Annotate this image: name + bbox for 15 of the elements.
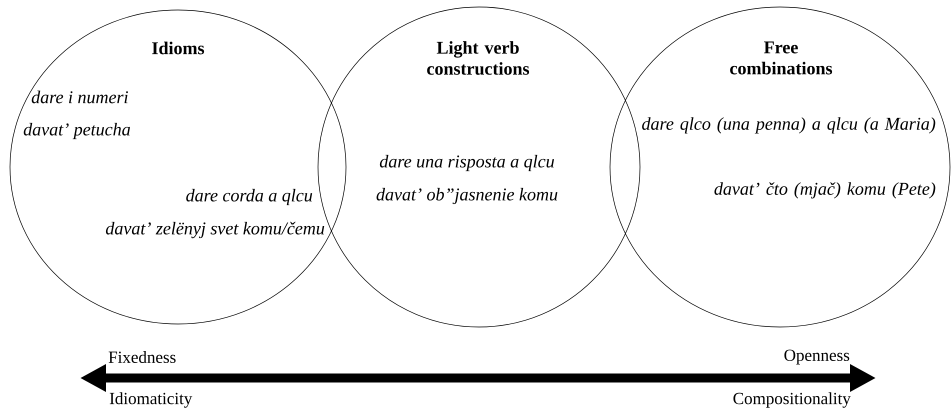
scale-label: Idiomaticity [110,392,192,408]
example-phrase: davat’ petucha [24,122,130,140]
example-phrase: dare qlco (una penna) a qlcu (a Maria) [642,117,936,134]
category-heading: Free combinations [730,42,832,74]
scale-label: Compositionality [733,392,851,408]
example-phrase: dare i numeri [32,90,128,104]
example-phrase: davat’ čto (mjač) komu (Pete) [714,182,936,199]
example-phrase: dare una risposta a qlcu [380,154,554,172]
scale-label: Fixedness [108,351,176,363]
category-heading: Light verb constructions [427,41,530,75]
scale-label: Openness [784,350,850,364]
example-phrase: davat’ ob”jasnenie komu [376,188,558,204]
example-phrase: davat’ zelënyj svet komu/čemu [106,222,324,238]
category-heading: Idioms [152,42,204,54]
example-phrase: dare corda a qlcu [186,188,312,206]
